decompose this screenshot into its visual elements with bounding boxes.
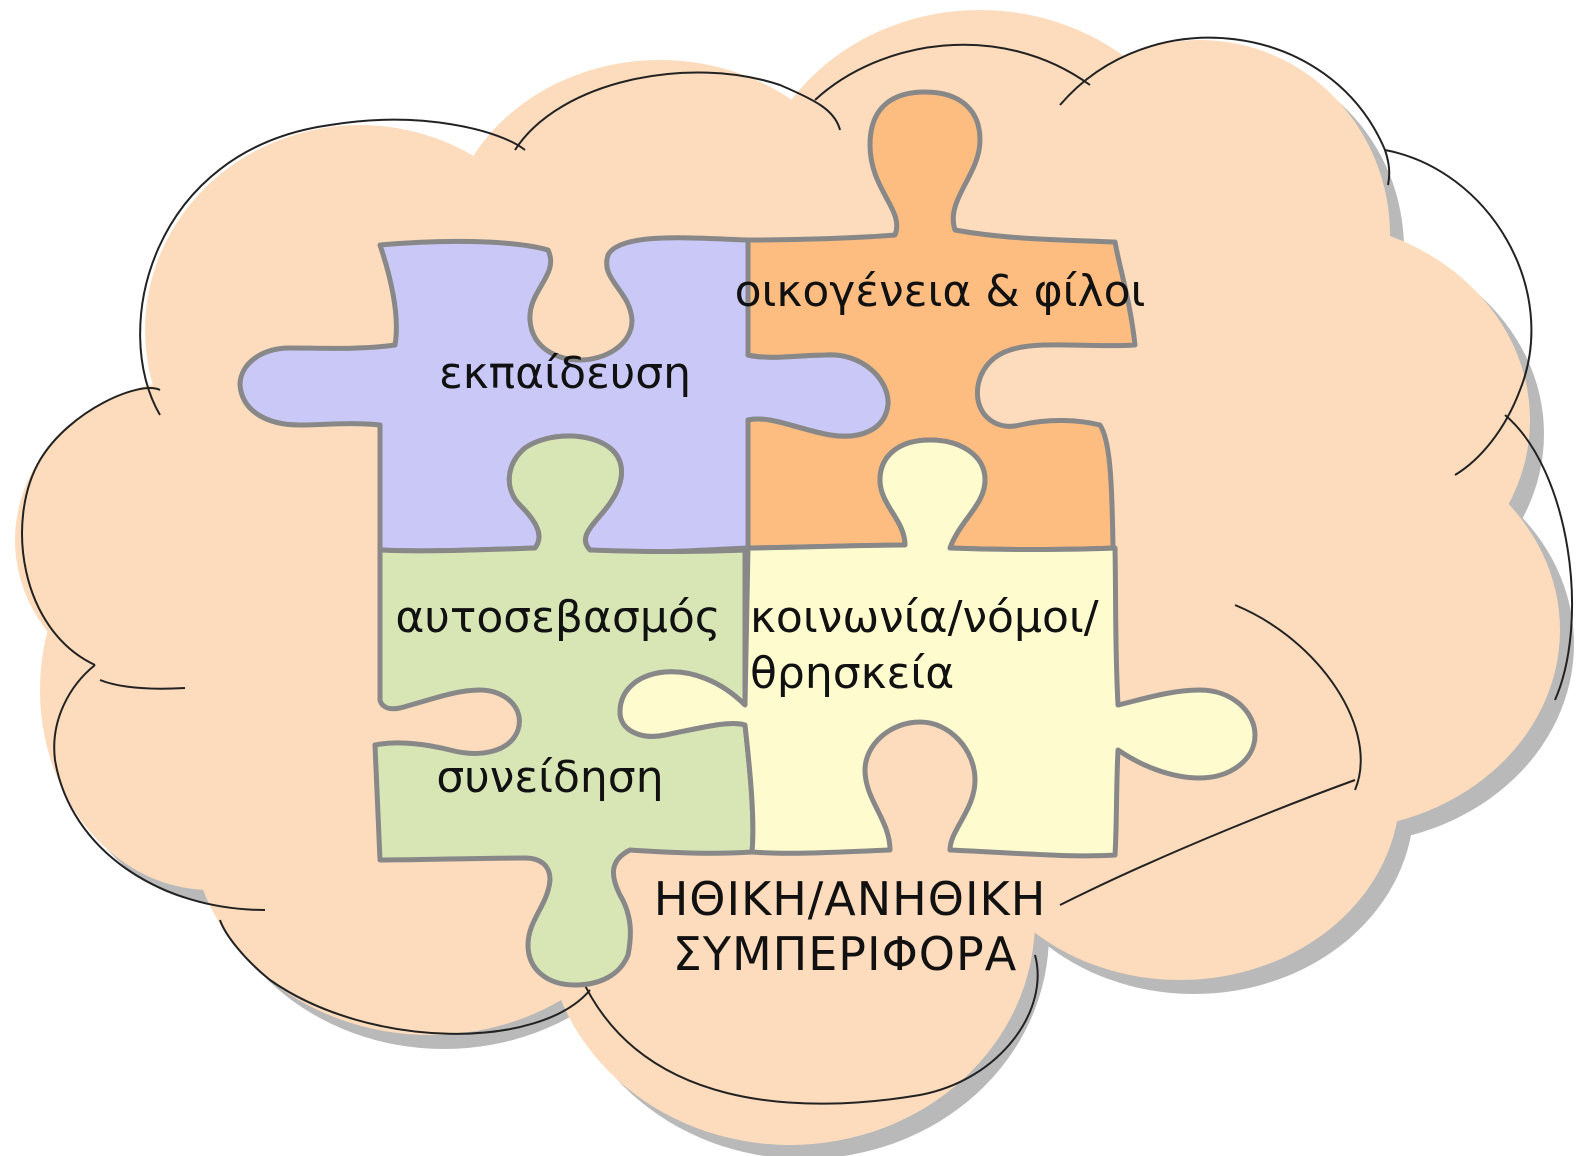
label-education: εκπαίδευση [439,348,691,399]
puzzle-piece-family-friends [745,89,1138,552]
label-outcome-line2: ΣΥΜΠΕΡΙΦΟΡΑ [673,927,1017,981]
label-society-line1: κοινωνία/νόμοι/ [750,592,1099,643]
label-self-respect: αυτοσεβασμός [395,592,720,643]
label-outcome-line1: ΗΘΙΚΗ/ΑΝΗΘΙΚΗ [654,872,1047,926]
puzzle-piece-society [617,437,1258,859]
puzzle-piece-self-respect [372,433,756,988]
cloud-outline [21,36,1574,1105]
label-family-friends: οικογένεια & φίλοι [735,266,1146,317]
label-conscience: συνείδηση [436,752,663,803]
label-society-line2: θρησκεία [750,648,954,699]
